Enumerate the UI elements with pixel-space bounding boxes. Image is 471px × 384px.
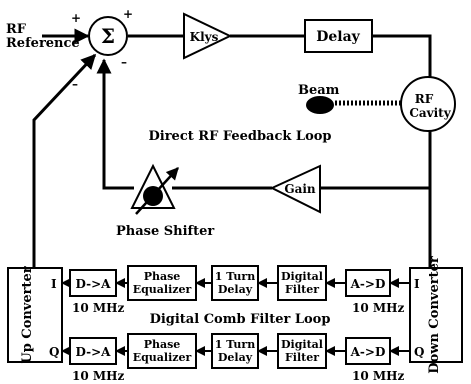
q-adc-block: A->D — [345, 337, 391, 365]
delay-block: Delay — [304, 19, 373, 53]
sign-minus-right: – — [121, 55, 127, 69]
q-adc-freq: 10 MHz — [352, 369, 404, 383]
i-dac-freq: 10 MHz — [72, 301, 124, 315]
q-adc-label: A->D — [350, 345, 386, 359]
phase-shifter — [130, 163, 179, 215]
rf-cavity-label-line2: Cavity — [409, 106, 451, 120]
i-eq-label-1: Phase — [144, 270, 181, 283]
sign-plus-top: + — [123, 7, 133, 21]
i-adc-block: A->D — [345, 269, 391, 297]
up-converter: Up Converter — [7, 266, 63, 364]
q-eq-label-1: Phase — [144, 338, 181, 351]
rf-reference-label-line2: Reference — [6, 36, 80, 51]
q-one-turn-delay-block: 1 Turn Delay — [211, 333, 259, 369]
phaseshifter-to-sum-wire — [96, 58, 134, 190]
i-dac-block: D->A — [69, 269, 117, 297]
q-eq-label-2: Equalizer — [133, 351, 192, 364]
rf-cavity-label-line1: RF — [415, 92, 434, 106]
up-converter-q: Q — [49, 345, 59, 359]
delay-to-cavity-wire — [372, 34, 432, 82]
delay-label: Delay — [316, 29, 360, 45]
q-filter-label-2: Filter — [285, 351, 319, 364]
i-filter-label-2: Filter — [285, 283, 319, 296]
i-phase-equalizer-block: Phase Equalizer — [127, 265, 197, 301]
i-eq-label-2: Equalizer — [133, 283, 192, 296]
q-dac-block: D->A — [69, 337, 117, 365]
beam-label: Beam — [298, 83, 340, 98]
klystron-amplifier: Klys — [183, 12, 233, 60]
sign-minus-left: – — [72, 77, 78, 91]
i-adc-label: A->D — [350, 277, 386, 291]
i-filter-label-1: Digital — [281, 270, 323, 283]
upconverter-to-sum-wire — [32, 53, 97, 268]
q-delay-label-1: 1 Turn — [215, 338, 255, 351]
direct-loop-title: Direct RF Feedback Loop — [148, 129, 331, 144]
q-dac-label: D->A — [76, 345, 112, 359]
phase-shifter-label: Phase Shifter — [116, 224, 214, 239]
down-converter-label: Down Converter — [427, 256, 442, 374]
comb-loop-title: Digital Comb Filter Loop — [150, 312, 331, 327]
down-converter-q: Q — [414, 345, 424, 359]
q-phase-equalizer-block: Phase Equalizer — [127, 333, 197, 369]
down-converter: Down Converter — [409, 256, 463, 374]
up-converter-i: I — [51, 277, 57, 291]
i-dac-label: D->A — [76, 277, 112, 291]
gain-label: Gain — [284, 182, 316, 196]
up-converter-label: Up Converter — [20, 266, 35, 363]
rf-reference-label-line1: RF — [6, 22, 27, 37]
klys-label: Klys — [190, 30, 219, 44]
i-digital-filter-block: Digital Filter — [277, 265, 327, 301]
sum-symbol: Σ — [101, 24, 115, 48]
down-converter-i: I — [414, 277, 420, 291]
q-dac-freq: 10 MHz — [72, 369, 124, 383]
i-delay-label-2: Delay — [218, 283, 253, 296]
q-filter-label-1: Digital — [281, 338, 323, 351]
i-one-turn-delay-block: 1 Turn Delay — [211, 265, 259, 301]
q-digital-filter-block: Digital Filter — [277, 333, 327, 369]
q-delay-label-2: Delay — [218, 351, 253, 364]
rf-cavity: RF Cavity — [400, 76, 456, 132]
beam-bunch — [306, 96, 334, 114]
sign-plus-left: + — [71, 11, 81, 25]
summing-junction: Σ — [88, 16, 128, 56]
i-adc-freq: 10 MHz — [352, 301, 404, 315]
i-delay-label-1: 1 Turn — [215, 270, 255, 283]
gain-amplifier: Gain — [269, 164, 321, 214]
